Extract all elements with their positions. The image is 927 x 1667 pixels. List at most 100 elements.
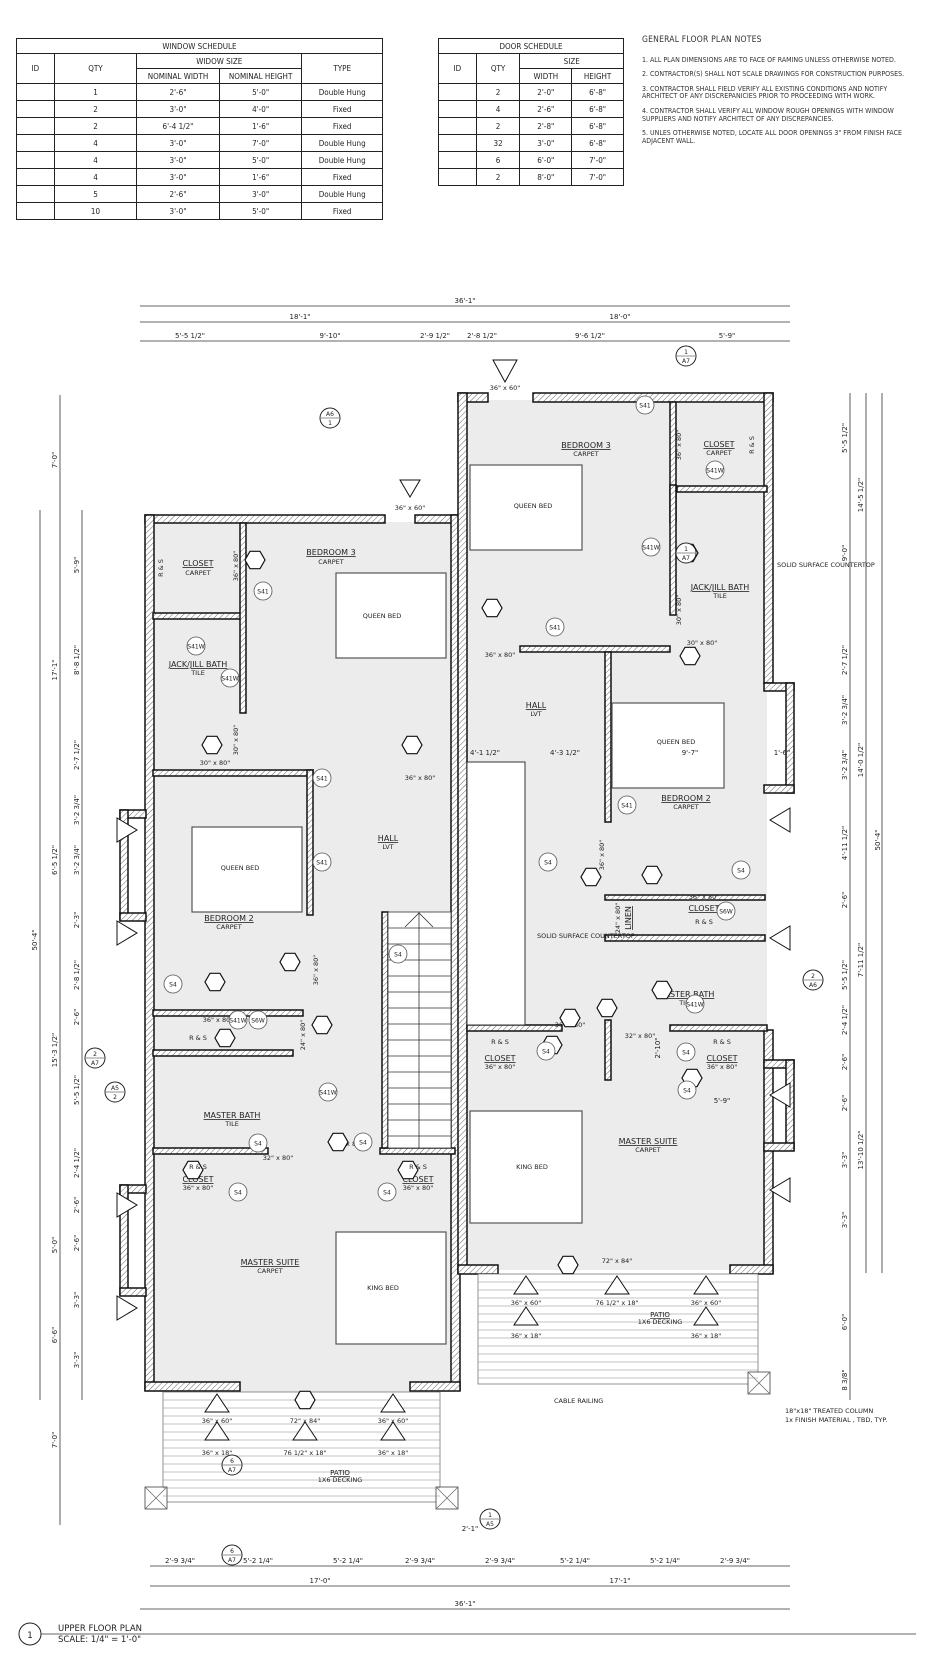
window-cell-type: Fixed: [301, 202, 383, 220]
section-marker-sheet: A7: [682, 555, 690, 562]
section-marker-number: A6: [326, 411, 334, 418]
device-tag-circle: [536, 1041, 556, 1061]
dim-right-inner: 2'-7 1/2": [841, 645, 849, 675]
room-finish: CARPET: [673, 803, 699, 811]
window-size: 36" x 60": [395, 504, 426, 512]
device-tag-label: S41: [621, 803, 633, 810]
window-size: 36" x 60": [490, 384, 521, 392]
door-size: 36" x 80": [405, 774, 436, 782]
door-size: 24" x 80": [614, 903, 622, 934]
countertop-callout: SOLID SURFACE COUNTERTOP: [777, 561, 875, 569]
door-tag-hexagon: [596, 998, 618, 1018]
device-tag-circle: [248, 1133, 268, 1153]
door-tag-hexagon: [679, 646, 701, 666]
device-tag: S41W: [228, 1010, 248, 1030]
dim-bay: 1'-6": [774, 749, 791, 757]
window-schedule-table: WINDOW SCHEDULE ID QTY WIDOW SIZE TYPE N…: [16, 38, 383, 220]
door-size: 36" x 80": [598, 840, 606, 871]
device-tag-label: S4: [682, 1050, 690, 1057]
window-col-type: TYPE: [301, 53, 383, 84]
note-item: 2. CONTRACTOR(S) SHALL NOT SCALE DRAWING…: [642, 70, 905, 79]
dim-left-stub: 6'-5 1/2": [51, 845, 59, 875]
dim-left-half-top: 18'-1": [289, 313, 310, 321]
device-tag-label: S41W: [229, 1018, 246, 1025]
door-tag-hexagon: [559, 1008, 581, 1028]
device-tag: S41W: [186, 636, 206, 656]
window-tag-triangle: [492, 359, 518, 384]
room-name: CLOSET: [402, 1175, 433, 1184]
dim-right-inner: 3'-2 3/4": [841, 695, 849, 725]
section-marker: 1A5: [479, 1508, 501, 1530]
device-tag-circle: [635, 395, 655, 415]
device-tag-label: S6W: [251, 1018, 265, 1025]
dim-right-inner: 8 3/8": [841, 1369, 849, 1390]
door-tag-hexagon: [244, 550, 266, 570]
door-size: 32" x 80": [625, 1032, 656, 1040]
device-tag-label: S41W: [221, 676, 238, 683]
dim-left-mid: 5'-0": [51, 1237, 59, 1254]
device-tag: S41: [635, 395, 655, 415]
room-finish: 1X6 DECKING: [318, 1476, 363, 1484]
dim-right-inner: 2'-6": [841, 1054, 849, 1071]
dim-closet: 5'-9": [714, 1097, 731, 1105]
dim-bottom-seg: 5'-2 1/4": [243, 1557, 273, 1565]
door-tag-hexagon: [651, 980, 673, 1000]
window-tag-triangle: [399, 479, 421, 498]
window-tag-triangle: [769, 1082, 791, 1108]
room-labels-right: BEDROOM 3 CARPET CLOSET CARPET JACK/JILL…: [484, 440, 749, 1326]
door-schedule-table: DOOR SCHEDULE ID QTY SIZE WIDTH HEIGHT 2…: [438, 38, 624, 186]
queen-bed-label: QUEEN BED: [657, 738, 696, 746]
section-marker-number: 1: [684, 349, 688, 356]
room-finish: CARPET: [318, 558, 344, 566]
dim-left-mid: 15'-3 1/2": [51, 1033, 59, 1068]
device-tag-circle: [312, 768, 332, 788]
dim-right-inner: 3'-3": [841, 1212, 849, 1229]
device-tag-label: S4: [394, 952, 402, 959]
device-tag: S41W: [685, 994, 705, 1014]
dim-left-mid: 17'-1": [51, 659, 59, 680]
device-tag: S6W: [716, 901, 736, 921]
room-name: JACK/JILL BATH: [168, 660, 228, 669]
device-tag: S41W: [705, 460, 725, 480]
device-tag-circle: [318, 1082, 338, 1102]
section-marker-sheet: A7: [228, 1467, 236, 1474]
door-size: 30" x 80": [687, 639, 718, 647]
window-cell-height: 5'-0": [218, 202, 303, 220]
note-item: 3. CONTRACTOR SHALL FIELD VERIFY ALL EXI…: [642, 84, 888, 101]
window-tag-triangle: [769, 925, 791, 951]
section-marker-number: 1: [684, 546, 688, 553]
dim-left-inner: 2'-6": [73, 1235, 81, 1252]
room-name: HALL: [526, 701, 547, 710]
window-size: 76 1/2" x 18": [283, 1449, 326, 1457]
door-size: 36" x 80": [707, 1063, 738, 1071]
rs-label: R & S: [157, 559, 165, 577]
door-tag-hexagon: [294, 1390, 316, 1410]
dimension-labels: 36'-1" 18'-1" 18'-0" 5'-5 1/2" 9'-10" 2'…: [31, 297, 882, 1608]
device-tag-label: S41: [316, 776, 328, 783]
window-size: 36" x 60": [691, 1299, 722, 1307]
door-size: 36" x 80": [485, 651, 516, 659]
room-name: PATIO: [330, 1469, 350, 1477]
countertop-callout-left: SOLID SURFACE COUNTERTOP: [537, 932, 635, 940]
section-marker-sheet: A7: [228, 1557, 236, 1564]
rs-label: R & S: [189, 1034, 207, 1042]
device-tag: S41: [312, 768, 332, 788]
device-tag-circle: [677, 1080, 697, 1100]
dim-right-mid: 13'-10 1/2": [857, 1131, 865, 1170]
window-tag-triangle: [769, 807, 791, 833]
room-finish: LVT: [530, 710, 541, 718]
dim-master-bath: 2'-10": [654, 1037, 662, 1058]
door-tag-hexagon: [214, 1028, 236, 1048]
window-tag-triangle: [769, 1177, 791, 1203]
window-tag-triangle: [204, 1421, 230, 1441]
dim-right-inner: 5'-5 1/2": [841, 960, 849, 990]
room-name: CLOSET: [484, 1054, 515, 1063]
dim-top-seg: 9'-10": [319, 332, 340, 340]
window-tag-triangle: [292, 1421, 318, 1441]
room-finish: CARPET: [185, 569, 211, 577]
queen-bed-label: QUEEN BED: [221, 864, 260, 872]
dim-right-overall: 50'-4": [874, 829, 882, 850]
